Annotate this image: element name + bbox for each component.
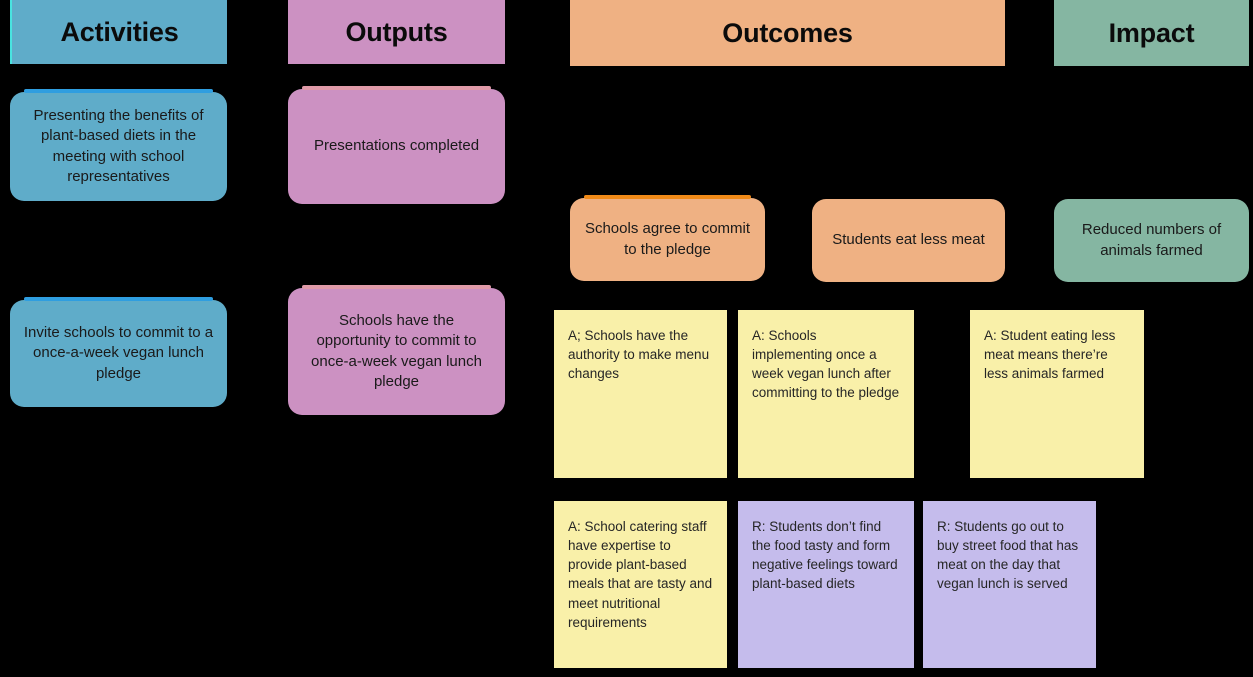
column-header-activities-label: Activities	[60, 16, 179, 47]
card-activity-presenting-benefits-label: Presenting the benefits of plant-based d…	[33, 107, 204, 185]
card-output-schools-opportunity-label: Schools have the opportunity to commit t…	[311, 312, 482, 390]
sticky-note-risk-street-food[interactable]: R: Students go out to buy street food th…	[923, 501, 1096, 677]
card-impact-reduced-animals-farmed[interactable]: Reduced numbers of animals farmed	[1054, 199, 1249, 282]
column-header-outputs-label: Outputs	[345, 16, 448, 47]
sticky-note-shadow	[926, 666, 1093, 677]
sticky-note-assumption-implementing-lunch-text: A: Schools implementing once a week vega…	[752, 328, 900, 401]
card-accent-strip	[24, 297, 213, 301]
sticky-note-assumption-implementing-lunch[interactable]: A: Schools implementing once a week vega…	[738, 310, 914, 487]
sticky-note-assumption-catering-expertise[interactable]: A: School catering staff have expertise …	[554, 501, 727, 677]
sticky-note-shadow	[557, 666, 724, 677]
sticky-note-risk-food-not-tasty-text: R: Students don’t find the food tasty an…	[752, 519, 898, 592]
card-output-presentations-completed-label: Presentations completed	[313, 137, 480, 155]
column-header-impact: Impact	[1054, 0, 1249, 66]
column-header-outputs: Outputs	[288, 0, 505, 64]
sticky-note-shadow	[741, 476, 911, 487]
card-activity-invite-schools[interactable]: Invite schools to commit to a once-a-wee…	[10, 297, 227, 407]
card-impact-reduced-animals-farmed-label: Reduced numbers of animals farmed	[1081, 221, 1222, 259]
card-outcome-schools-agree-pledge-label: Schools agree to commit to the pledge	[584, 220, 751, 258]
card-output-schools-opportunity[interactable]: Schools have the opportunity to commit t…	[288, 285, 505, 415]
card-activity-presenting-benefits[interactable]: Presenting the benefits of plant-based d…	[10, 89, 227, 201]
card-activity-invite-schools-label: Invite schools to commit to a once-a-wee…	[23, 324, 214, 382]
sticky-note-assumption-menu-authority-text: A; Schools have the authority to make me…	[568, 328, 710, 382]
card-outcome-schools-agree-pledge[interactable]: Schools agree to commit to the pledge	[570, 195, 765, 281]
sticky-note-shadow	[557, 476, 724, 487]
sticky-note-assumption-menu-authority[interactable]: A; Schools have the authority to make me…	[554, 310, 727, 487]
column-header-activities: Activities	[10, 0, 227, 64]
sticky-note-assumption-less-animals-farmed-text: A: Student eating less meat means there’…	[984, 328, 1116, 382]
sticky-note-assumption-less-animals-farmed[interactable]: A: Student eating less meat means there’…	[970, 310, 1144, 487]
sticky-note-shadow	[741, 666, 911, 677]
card-accent-strip	[24, 89, 213, 93]
sticky-note-risk-street-food-text: R: Students go out to buy street food th…	[937, 519, 1079, 592]
card-outcome-students-eat-less-meat[interactable]: Students eat less meat	[812, 199, 1005, 282]
column-header-outcomes-label: Outcomes	[722, 17, 853, 48]
card-accent-strip	[302, 86, 491, 90]
column-header-outcomes: Outcomes	[570, 0, 1005, 66]
card-output-presentations-completed[interactable]: Presentations completed	[288, 86, 505, 204]
card-accent-strip	[302, 285, 491, 289]
card-accent-strip	[584, 195, 751, 199]
column-header-impact-label: Impact	[1108, 17, 1195, 48]
sticky-note-assumption-catering-expertise-text: A: School catering staff have expertise …	[568, 519, 713, 630]
sticky-note-shadow	[973, 476, 1141, 487]
card-outcome-students-eat-less-meat-label: Students eat less meat	[832, 231, 985, 249]
sticky-note-risk-food-not-tasty[interactable]: R: Students don’t find the food tasty an…	[738, 501, 914, 677]
